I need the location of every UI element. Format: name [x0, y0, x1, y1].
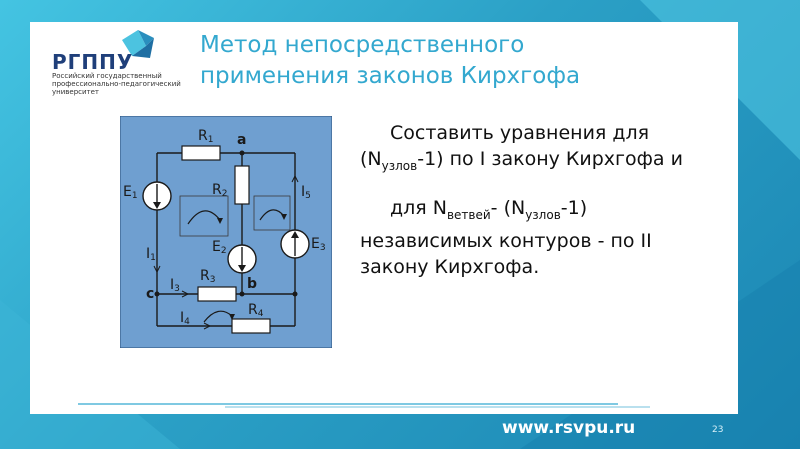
- resistor-r2: [234, 165, 250, 205]
- label-r1: R1: [198, 128, 213, 145]
- label-i4: I4: [180, 310, 190, 327]
- label-i5: I5: [301, 184, 311, 201]
- label-e3: E3: [311, 236, 326, 253]
- label-r4: R4: [248, 302, 264, 319]
- label-e1: E1: [123, 184, 138, 201]
- title-line-1: Метод непосредственного: [200, 32, 525, 58]
- logo-subtitle: Российский государственный профессиональ…: [52, 72, 181, 96]
- loop-1: [179, 195, 229, 237]
- website-link[interactable]: www.rsvpu.ru: [502, 418, 636, 438]
- label-e2: E2: [212, 239, 227, 256]
- paragraph-second-law: для Nветвей- (Nузлов-1) независимых конт…: [360, 196, 652, 278]
- label-i1: I1: [146, 246, 156, 263]
- label-i3: I3: [170, 277, 180, 294]
- circuit-diagram: R1 a R2 E1 I5 E2 E3 I1 R3 b c I3 R4 I4: [120, 116, 332, 348]
- label-r2: R2: [212, 182, 227, 199]
- label-node-b: b: [247, 276, 257, 292]
- paragraph-first-law: Составить уравнения для (Nузлов-1) по I …: [360, 122, 683, 173]
- footer-divider-2: [225, 406, 650, 408]
- resistor-r4: [231, 318, 271, 334]
- slide-title: Метод непосредственного применения закон…: [200, 30, 720, 92]
- label-node-c: c: [146, 286, 154, 302]
- loop-2: [253, 195, 291, 231]
- logo-name: РГППУ: [52, 50, 134, 74]
- slide-body-text: Составить уравнения для (Nузлов-1) по I …: [360, 120, 700, 280]
- label-r3: R3: [200, 268, 215, 285]
- footer-divider: [78, 403, 618, 405]
- label-node-a: a: [237, 132, 246, 148]
- resistor-r1: [181, 145, 221, 161]
- resistor-r3: [197, 286, 237, 302]
- page-number: 23: [712, 425, 724, 435]
- university-logo-icon: [122, 30, 154, 58]
- title-line-2: применения законов Кирхгофа: [200, 63, 581, 89]
